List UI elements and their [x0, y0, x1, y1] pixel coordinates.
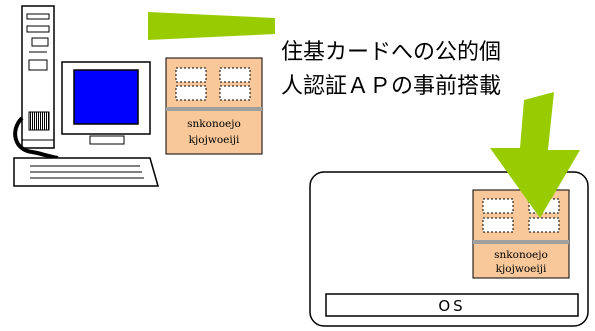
- left-card-text-1: snkonoejo: [187, 118, 241, 130]
- caption: 住基カードへの公的個 人認証ＡＰの事前搭載: [281, 36, 581, 104]
- right-card-text-2: kjojwoeiji: [496, 263, 547, 275]
- computer-icon: [13, 5, 159, 187]
- left-card: snkonoejo kjojwoeiji: [165, 57, 263, 155]
- caption-line-2: 人認証ＡＰの事前搭載: [281, 74, 502, 99]
- right-card-divider: [473, 240, 569, 244]
- left-card-divider: [166, 107, 262, 111]
- green-arrow: [490, 92, 580, 218]
- left-card-text-2: kjojwoeiji: [189, 134, 240, 146]
- cable: [13, 116, 59, 160]
- os-label: OS: [438, 297, 465, 315]
- green-bar: [148, 12, 275, 40]
- monitor-screen: [73, 69, 139, 125]
- os-bar: OS: [325, 293, 579, 317]
- caption-line-1: 住基カードへの公的個: [281, 40, 502, 65]
- right-card: snkonoejo kjojwoeiji: [472, 189, 570, 279]
- right-card-text-1: snkonoejo: [494, 249, 548, 261]
